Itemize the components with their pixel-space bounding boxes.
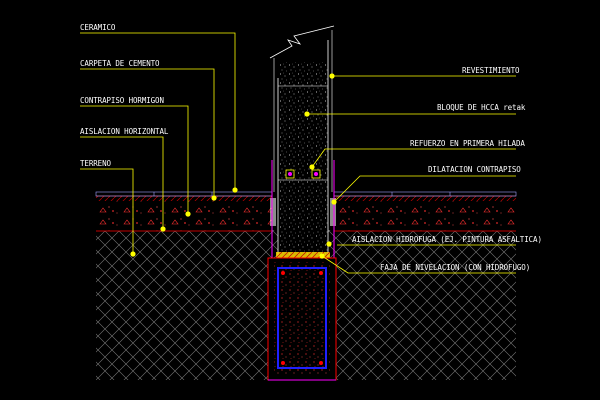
leader-dot-icon [326, 241, 332, 247]
wall-block [273, 30, 333, 258]
label-bloque-text: BLOQUE DE HCCA retak [437, 103, 526, 112]
label-dilatacion: DILATACION CONTRAPISO [331, 165, 521, 205]
zigzag-break-icon [269, 25, 335, 59]
label-revestimiento-text: REVESTIMIENTO [462, 66, 520, 75]
leader-dot-icon [211, 195, 217, 201]
label-contrapiso-text: CONTRAPISO HORMIGON [80, 96, 164, 105]
label-contrapiso: CONTRAPISO HORMIGON [80, 96, 191, 217]
contrapiso-slab-right [334, 201, 516, 232]
dilatacion-joint [270, 160, 336, 258]
foundation-footing [267, 257, 337, 381]
label-ceramico-text: CERAMICO [80, 23, 116, 32]
label-refuerzo-text: REFUERZO EN PRIMERA HILADA [410, 139, 525, 148]
label-terreno: TERRENO [80, 159, 136, 257]
leader-dot-icon [232, 187, 238, 193]
label-dilatacion-text: DILATACION CONTRAPISO [428, 165, 521, 174]
label-ceramico: CERAMICO [80, 23, 238, 193]
label-carpeta: CARPETA DE CEMENTO [80, 59, 217, 201]
leader-dot-icon [185, 211, 191, 217]
label-revestimiento: REVESTIMIENTO [329, 66, 520, 79]
label-aislacion-horizontal-text: AISLACION HORIZONTAL [80, 127, 169, 136]
leader-dot-icon [304, 111, 310, 117]
label-terreno-text: TERRENO [80, 159, 111, 168]
label-refuerzo: REFUERZO EN PRIMERA HILADA [309, 139, 525, 170]
leader-dot-icon [329, 73, 335, 79]
label-bloque: BLOQUE DE HCCA retak [304, 103, 526, 117]
leader-dot-icon [160, 226, 166, 232]
leader-dot-icon [309, 164, 315, 170]
leader-dot-icon [331, 199, 337, 205]
label-aislacion-horizontal: AISLACION HORIZONTAL [80, 127, 169, 232]
label-faja: FAJA DE NIVELACION (CON HIDROFUGO) [319, 253, 530, 274]
leader-dot-icon [319, 253, 325, 259]
leader-dot-icon [130, 251, 136, 257]
contrapiso-slab-left [96, 201, 272, 232]
label-aislacion-hidrofuga: AISLACION HIDROFUGA (EJ. PINTURA ASFALTI… [326, 235, 542, 247]
faja-nivelacion [276, 252, 330, 258]
refuerzo-rebar [285, 169, 321, 179]
label-aislacion-hidrofuga-text: AISLACION HIDROFUGA (EJ. PINTURA ASFALTI… [352, 235, 542, 244]
label-carpeta-text: CARPETA DE CEMENTO [80, 59, 160, 68]
label-faja-text: FAJA DE NIVELACION (CON HIDROFUGO) [380, 263, 530, 272]
